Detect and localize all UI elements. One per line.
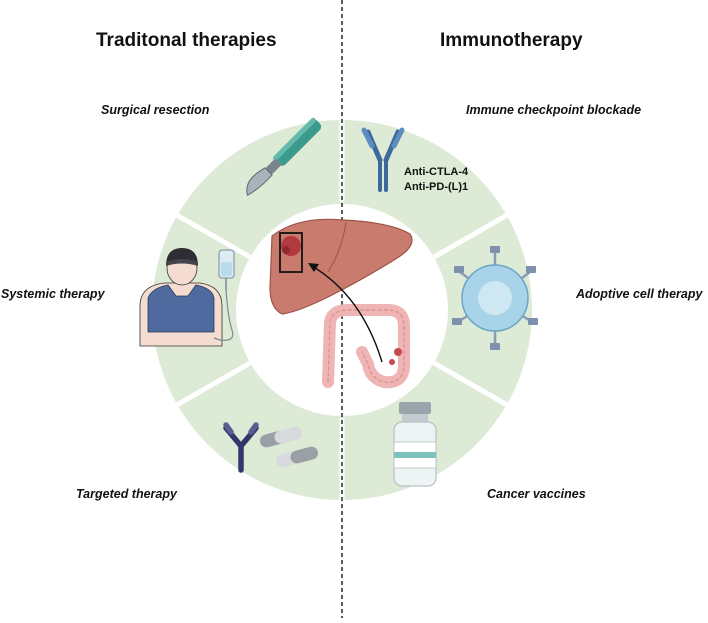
checkpoint-target-2: Anti-PD-(L)1 xyxy=(404,181,468,193)
checkpoint-target-1: Anti-CTLA-4 xyxy=(404,166,469,178)
scalpel-icon xyxy=(246,117,322,197)
targeted-therapy-icon xyxy=(223,422,318,473)
metastasis-arrow xyxy=(308,263,383,363)
label-systemic-therapy: Systemic therapy xyxy=(1,287,105,301)
vaccine-vial-icon xyxy=(393,402,437,487)
label-surgical-resection: Surgical resection xyxy=(101,103,210,117)
segment-dividers xyxy=(166,118,518,502)
label-adoptive-cell-therapy: Adoptive cell therapy xyxy=(576,287,703,301)
label-targeted-therapy: Targeted therapy xyxy=(76,487,177,501)
colon-icon xyxy=(322,304,410,389)
ring-donut xyxy=(152,120,532,500)
t-cell-icon xyxy=(452,246,538,350)
label-cancer-vaccines: Cancer vaccines xyxy=(487,487,586,501)
heading-immunotherapy: Immunotherapy xyxy=(440,30,583,51)
checkpoint-antibody-icon xyxy=(361,127,405,192)
label-immune-checkpoint-blockade: Immune checkpoint blockade xyxy=(466,103,642,117)
heading-traditional: Traditonal therapies xyxy=(96,30,277,51)
liver-icon xyxy=(269,218,413,315)
patient-icon xyxy=(139,248,235,347)
